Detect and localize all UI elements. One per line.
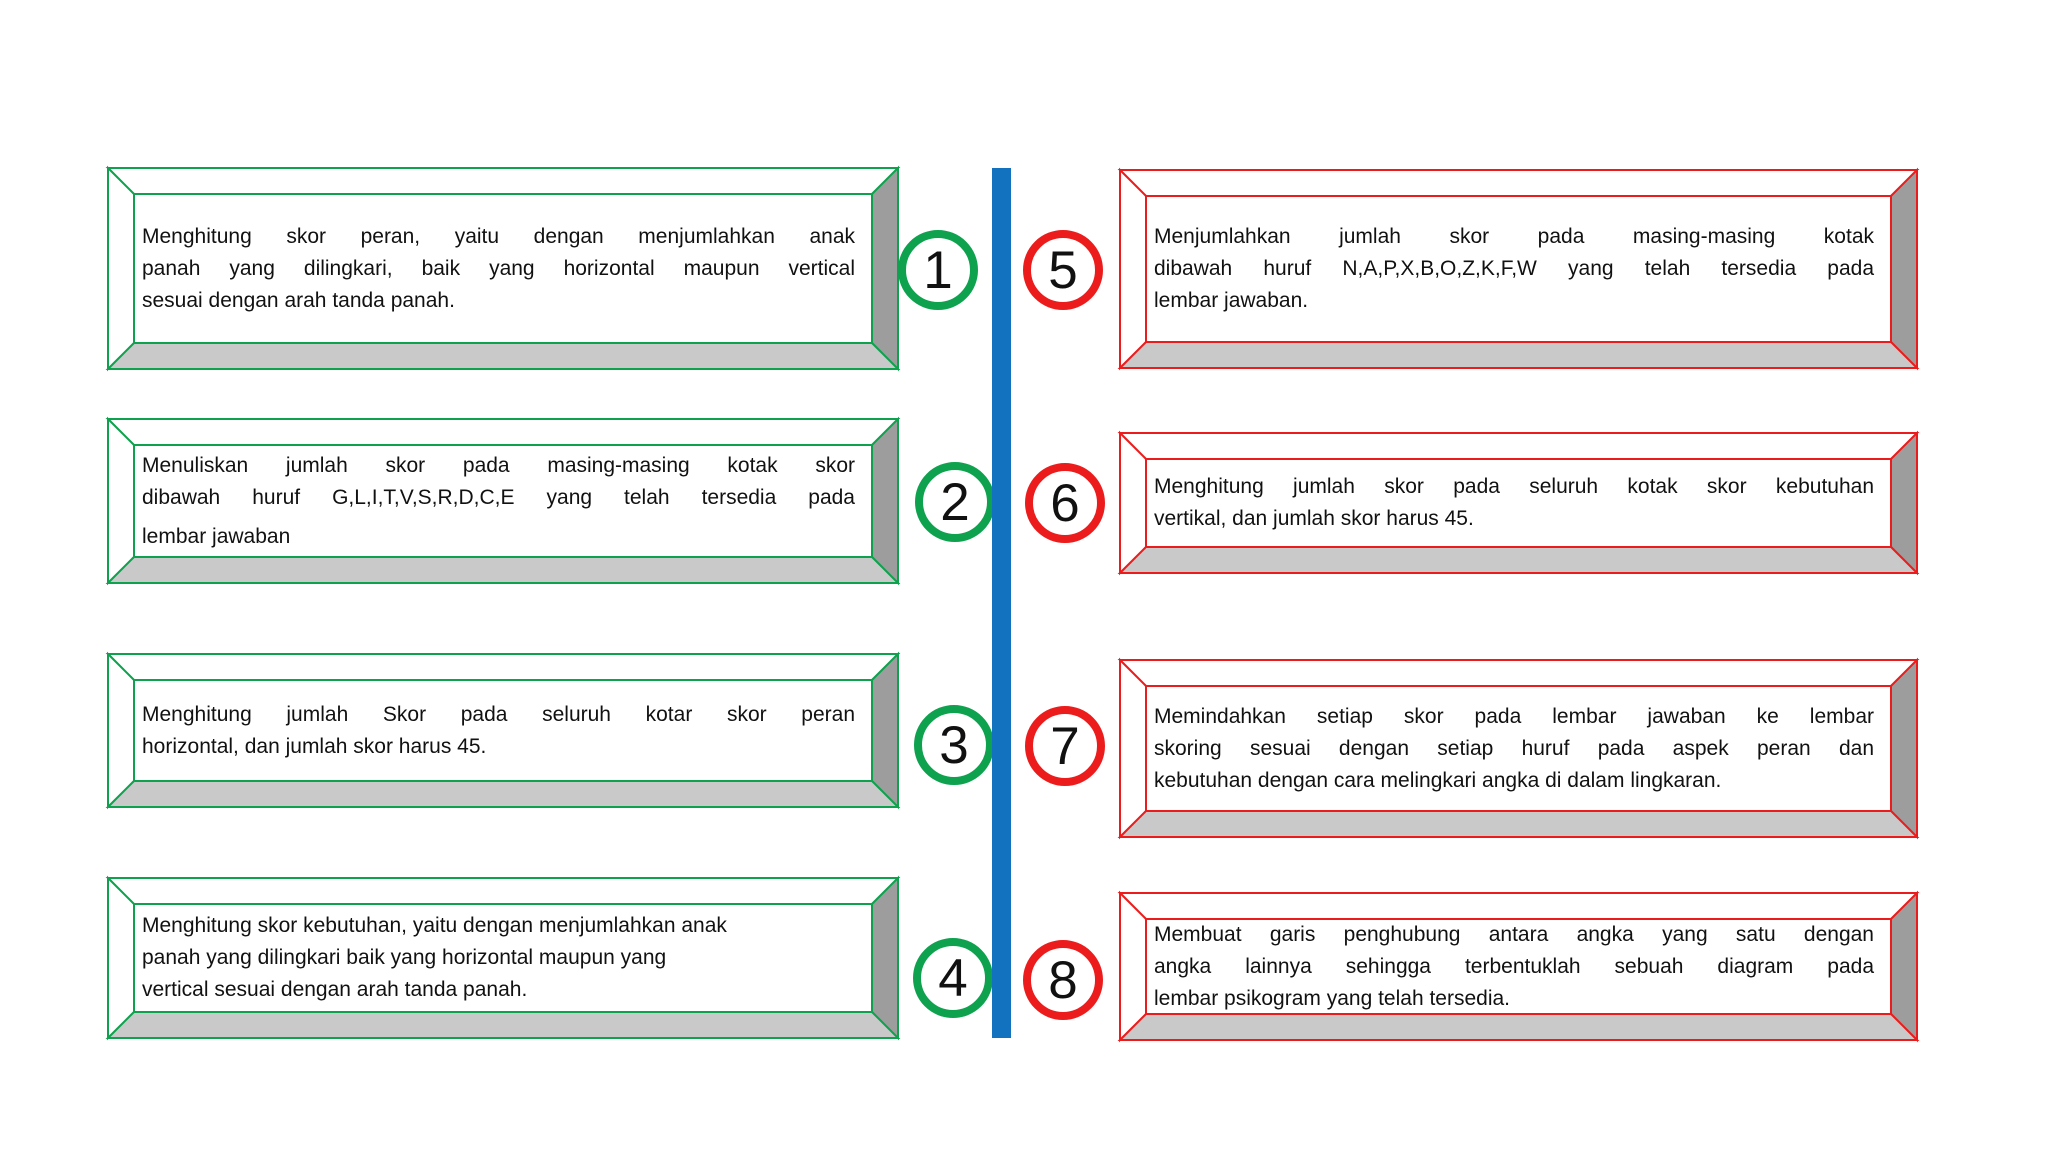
step-1-number-badge: 1	[898, 230, 978, 310]
step-5-box: Menjumlahkan jumlah skor pada masing-mas…	[1117, 167, 1920, 371]
step-7-box: Memindahkan setiap skor pada lembar jawa…	[1117, 657, 1920, 840]
step-3-text: Menghitung jumlah Skor pada seluruh kota…	[142, 702, 855, 758]
step-1-number: 1	[923, 240, 953, 300]
step-6-box: Menghitung jumlah skor pada seluruh kota…	[1117, 430, 1920, 576]
step-8-box: Membuat garis penghubung antara angka ya…	[1117, 890, 1920, 1043]
step-8-number: 8	[1048, 950, 1078, 1010]
step-2-text: Menuliskan jumlah skor pada masing-masin…	[142, 453, 855, 548]
step-5-number-badge: 5	[1023, 230, 1103, 310]
divider-line	[992, 168, 1011, 1038]
step-3-number-badge: 3	[914, 705, 994, 785]
step-1-box: Menghitung skor peran, yaitu dengan menj…	[105, 165, 901, 372]
step-3-number: 3	[939, 715, 969, 775]
step-4-text: Menghitung skor kebutuhan, yaitu dengan …	[142, 914, 727, 1001]
step-5-text: Menjumlahkan jumlah skor pada masing-mas…	[1154, 225, 1874, 312]
step-7-text: Memindahkan setiap skor pada lembar jawa…	[1154, 704, 1874, 792]
step-5-number: 5	[1048, 240, 1078, 300]
step-4-number-badge: 4	[913, 938, 993, 1018]
step-6-text: Menghitung jumlah skor pada seluruh kota…	[1154, 475, 1874, 530]
step-2-number-badge: 2	[915, 462, 995, 542]
step-4-box: Menghitung skor kebutuhan, yaitu dengan …	[105, 875, 901, 1041]
step-3-box: Menghitung jumlah Skor pada seluruh kota…	[105, 651, 901, 810]
step-8-number-badge: 8	[1023, 940, 1103, 1020]
step-2-number: 2	[940, 472, 970, 532]
step-7-number-badge: 7	[1025, 706, 1105, 786]
step-6-number: 6	[1050, 473, 1080, 533]
step-2-box: Menuliskan jumlah skor pada masing-masin…	[105, 416, 901, 586]
step-4-number: 4	[938, 948, 968, 1008]
step-7-number: 7	[1050, 716, 1080, 776]
step-1-text: Menghitung skor peran, yaitu dengan menj…	[142, 224, 855, 312]
step-6-number-badge: 6	[1025, 463, 1105, 543]
step-8-text: Membuat garis penghubung antara angka ya…	[1154, 922, 1874, 1010]
